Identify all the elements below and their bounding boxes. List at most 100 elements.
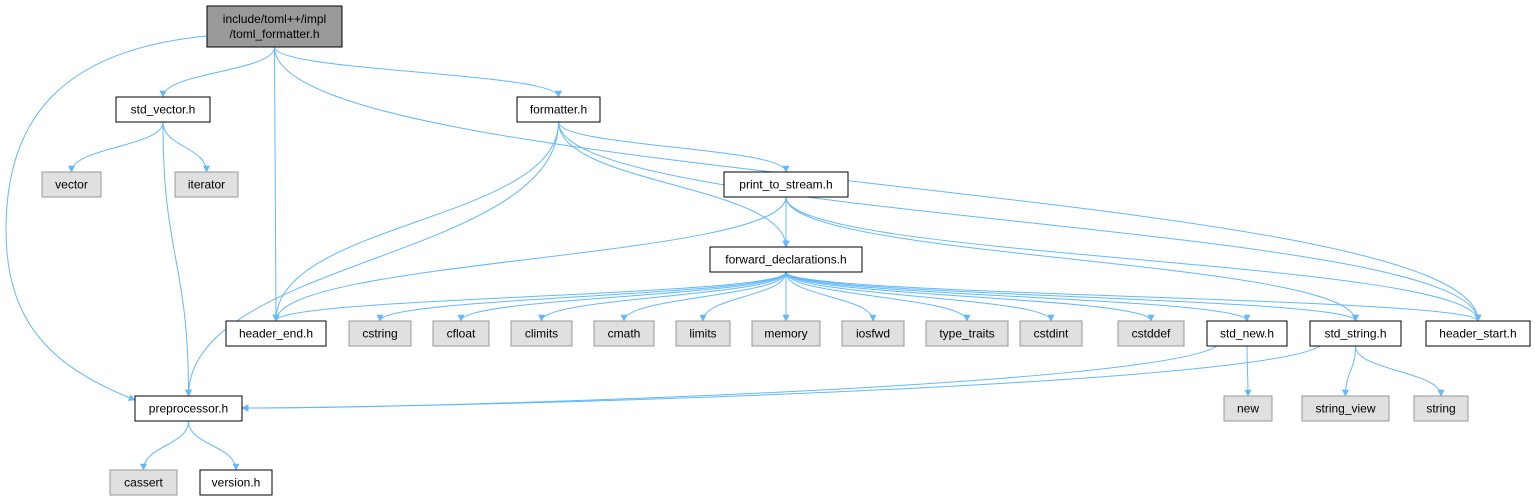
node-vector: vector bbox=[41, 171, 102, 198]
node-root[interactable]: include/toml++/impl/toml_formatter.h bbox=[206, 5, 343, 48]
node-label: std_new.h bbox=[1220, 327, 1274, 341]
node-label: forward_declarations.h bbox=[725, 253, 846, 267]
edge-forward_declarations-to-cmath bbox=[620, 271, 787, 322]
node-label: cstddef bbox=[1132, 327, 1171, 341]
node-print-to-stream[interactable]: print_to_stream.h bbox=[723, 171, 849, 198]
node-memory: memory bbox=[751, 320, 821, 347]
node-box bbox=[225, 320, 327, 347]
node-box bbox=[174, 171, 239, 198]
edge-forward_declarations-to-cstddef bbox=[785, 271, 1155, 322]
node-header-start[interactable]: header_start.h bbox=[1425, 320, 1531, 347]
node-label: new bbox=[1237, 402, 1259, 416]
node-label: header_end.h bbox=[239, 327, 313, 341]
node-label: formatter.h bbox=[530, 103, 587, 117]
edge-print_to_stream-to-header_start bbox=[785, 196, 1482, 322]
node-box bbox=[199, 469, 273, 496]
edge-print_to_stream-to-header_end bbox=[272, 196, 787, 322]
edge-root-to-std_vector bbox=[159, 46, 275, 98]
node-label: string bbox=[1426, 402, 1455, 416]
node-cassert: cassert bbox=[109, 469, 178, 496]
node-forward-declarations[interactable]: forward_declarations.h bbox=[709, 246, 863, 273]
node-label: version.h bbox=[212, 476, 261, 490]
node-box bbox=[516, 96, 601, 123]
node-box bbox=[1223, 395, 1273, 422]
edge-root-to-header_end bbox=[272, 46, 280, 322]
node-label: cfloat bbox=[447, 327, 476, 341]
node-label: cassert bbox=[124, 476, 163, 490]
node-climits: climits bbox=[510, 320, 573, 347]
node-string-view: string_view bbox=[1301, 395, 1390, 422]
edge-forward_declarations-to-iosfwd bbox=[785, 271, 877, 322]
node-label: /toml_formatter.h bbox=[229, 27, 319, 41]
edge-forward_declarations-to-std_string bbox=[785, 271, 1359, 322]
edge-std_string-to-string bbox=[1355, 345, 1445, 397]
edge-forward_declarations-to-type_traits bbox=[785, 271, 971, 322]
node-box bbox=[841, 320, 905, 347]
node-std-string[interactable]: std_string.h bbox=[1309, 320, 1402, 347]
edge-print_to_stream-to-std_string bbox=[785, 196, 1359, 322]
node-box bbox=[1309, 320, 1402, 347]
node-label: preprocessor.h bbox=[149, 402, 228, 416]
node-std-vector[interactable]: std_vector.h bbox=[115, 96, 211, 123]
node-box bbox=[510, 320, 573, 347]
node-box bbox=[109, 469, 178, 496]
edge-forward_declarations-to-header_end bbox=[272, 271, 787, 322]
node-label: print_to_stream.h bbox=[739, 178, 832, 192]
edge-forward_declarations-to-climits bbox=[538, 271, 787, 322]
node-label: iosfwd bbox=[856, 327, 890, 341]
node-preprocessor[interactable]: preprocessor.h bbox=[134, 395, 243, 422]
node-new: new bbox=[1223, 395, 1273, 422]
node-box bbox=[1425, 320, 1531, 347]
edge-forward_declarations-to-cstdint bbox=[785, 271, 1055, 322]
edge-formatter-to-header_start bbox=[558, 121, 1482, 322]
node-label: include/toml++/impl bbox=[223, 12, 326, 26]
node-box bbox=[709, 246, 863, 273]
node-label: header_start.h bbox=[1439, 327, 1516, 341]
node-formatter[interactable]: formatter.h bbox=[516, 96, 601, 123]
node-iosfwd: iosfwd bbox=[841, 320, 905, 347]
edge-preprocessor-to-version bbox=[188, 420, 240, 471]
node-cstddef: cstddef bbox=[1117, 320, 1185, 347]
edge-std_vector-to-preprocessor bbox=[162, 121, 192, 397]
edge-std_new-to-new bbox=[1244, 345, 1252, 397]
node-box bbox=[1301, 395, 1390, 422]
nodes-layer: include/toml++/impl/toml_formatter.h std_… bbox=[41, 5, 1531, 496]
node-box bbox=[675, 320, 731, 347]
node-label: cstdint bbox=[1034, 327, 1069, 341]
edge-root-to-header_start bbox=[274, 46, 1482, 322]
node-box bbox=[115, 96, 211, 123]
node-version[interactable]: version.h bbox=[199, 469, 273, 496]
node-cmath: cmath bbox=[593, 320, 655, 347]
node-limits: limits bbox=[675, 320, 731, 347]
node-label: string_view bbox=[1315, 402, 1375, 416]
node-box bbox=[348, 320, 412, 347]
node-box bbox=[593, 320, 655, 347]
edge-std_string-to-preprocessor bbox=[241, 345, 1321, 412]
edge-std_vector-to-vector bbox=[68, 121, 164, 173]
node-box bbox=[41, 171, 102, 198]
node-box bbox=[206, 5, 343, 48]
node-box bbox=[1019, 320, 1083, 347]
edge-std_string-to-string_view bbox=[1342, 345, 1356, 397]
node-cfloat: cfloat bbox=[432, 320, 490, 347]
edge-root-to-formatter bbox=[274, 46, 562, 98]
node-box bbox=[751, 320, 821, 347]
node-iterator: iterator bbox=[174, 171, 239, 198]
edge-preprocessor-to-cassert bbox=[140, 420, 189, 471]
node-label: cmath bbox=[608, 327, 641, 341]
edge-std_new-to-preprocessor bbox=[241, 345, 1218, 412]
node-header-end[interactable]: header_end.h bbox=[225, 320, 327, 347]
edge-forward_declarations-to-limits bbox=[699, 271, 787, 322]
node-label: std_vector.h bbox=[131, 103, 196, 117]
node-box bbox=[1206, 320, 1288, 347]
edge-forward_declarations-to-cstring bbox=[376, 271, 787, 322]
node-type-traits: type_traits bbox=[925, 320, 1009, 347]
node-string: string bbox=[1413, 395, 1469, 422]
node-box bbox=[723, 171, 849, 198]
node-box bbox=[1413, 395, 1469, 422]
node-box bbox=[134, 395, 243, 422]
node-cstring: cstring bbox=[348, 320, 412, 347]
edge-root-to-preprocessor bbox=[5, 35, 208, 401]
node-std-new[interactable]: std_new.h bbox=[1206, 320, 1288, 347]
